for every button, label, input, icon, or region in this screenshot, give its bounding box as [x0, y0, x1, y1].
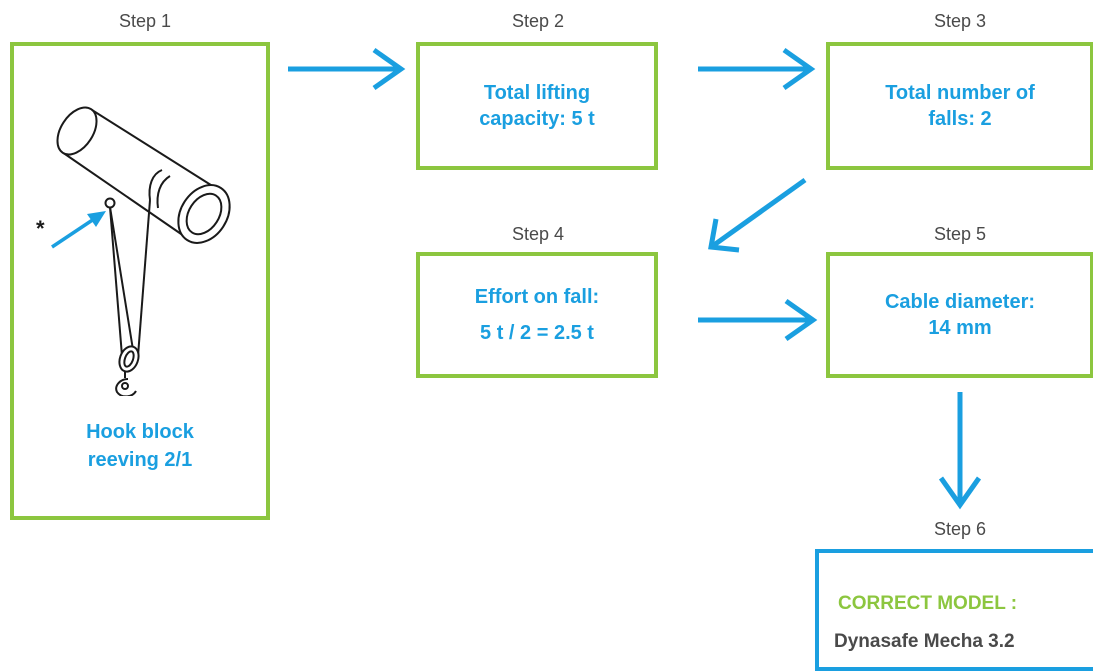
anchor-marker: * [36, 216, 45, 241]
arrow-step4-to-step5 [698, 298, 818, 342]
step-1-caption: Hook block reeving 2/1 [86, 421, 194, 471]
step-3-label: Step 3 [933, 11, 987, 31]
arrow-step5-to-step6 [938, 392, 982, 510]
step-6-result-box: CORRECT MODEL : Dynasafe Mecha 3.2 [815, 549, 1093, 671]
arrow-step1-to-step2 [288, 47, 406, 91]
step-5-label: Step 5 [933, 224, 987, 244]
step-2-label: Step 2 [511, 11, 565, 31]
step-3-text: Total number of falls: 2 [885, 82, 1035, 130]
step-1-label: Step 1 [118, 11, 172, 31]
step-6-label: Step 6 [933, 519, 987, 539]
step-4-line-2: 5 t / 2 = 2.5 t [480, 322, 594, 344]
correct-model-title: CORRECT MODEL : [838, 593, 1018, 614]
step-4-label: Step 4 [511, 224, 565, 244]
arrow-step3-to-step4 [708, 177, 807, 253]
arrow-step2-to-step3 [698, 47, 816, 91]
step-2-box: Total lifting capacity: 5 t [416, 42, 658, 170]
hoist-hook-block-icon [51, 106, 231, 396]
step-1-box: * Hook block reeving 2/1 [10, 42, 270, 520]
step-5-text: Cable diameter: 14 mm [884, 291, 1036, 339]
step-4-line-1: Effort on fall: [474, 286, 600, 308]
pointer-arrow-icon [51, 211, 106, 249]
step-5-box: Cable diameter: 14 mm [826, 252, 1093, 378]
correct-model-name: Dynasafe Mecha 3.2 [834, 631, 1015, 652]
step-2-text: Total lifting capacity: 5 t [479, 82, 595, 130]
step-3-box: Total number of falls: 2 [826, 42, 1093, 170]
step-4-box: Effort on fall: 5 t / 2 = 2.5 t [416, 252, 658, 378]
